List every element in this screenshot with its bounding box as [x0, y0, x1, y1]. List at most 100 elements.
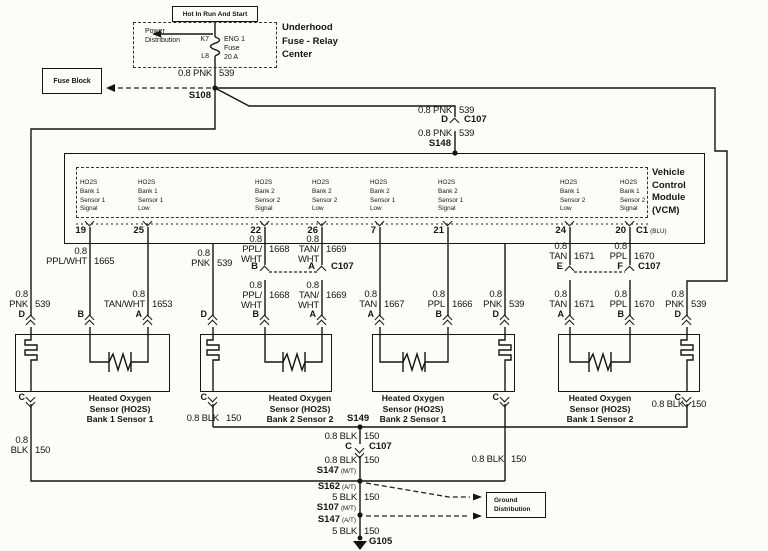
terminal-letter-D: D: [492, 309, 500, 319]
pin-number-21: 21: [433, 225, 444, 236]
ground-distribution-box: [486, 492, 546, 518]
sensor-name-2-line-2: Bank 2 Sensor 1: [379, 414, 447, 425]
splice-label-B: B: [251, 261, 258, 272]
pin-function-20-3: Signal: [620, 205, 638, 213]
vcm-inner-dashed-box: [76, 167, 648, 218]
wire-circuit-number: 150: [364, 455, 380, 466]
terminal-stubs: [30, 327, 688, 334]
hot-in-run-label: Hot In Run And Start: [182, 10, 248, 18]
wire-size: 0.8: [554, 289, 567, 300]
terminal-letter-B: B: [617, 309, 625, 319]
sensor-name-3-line-1: Sensor (HO2S): [569, 403, 631, 414]
splice-dot-s149: [357, 424, 363, 430]
wire-color: 0.8 BLK: [324, 431, 358, 442]
wire-circuit-number: 1666: [452, 299, 473, 310]
pin-function-22-1: Bank 2: [255, 187, 275, 195]
wire-circuit-number: 150: [511, 454, 527, 465]
wire-circuit-number: 539: [219, 68, 235, 79]
splice-dot-g105: [357, 535, 363, 541]
heater-icon-s2: [206, 334, 220, 392]
wire-color: 0.8 BLK: [651, 399, 685, 410]
terminal-letter-D: D: [18, 309, 26, 319]
pin-function-7-3: Low: [370, 205, 382, 213]
terminal-letter-A: A: [135, 309, 143, 319]
wire-size: 0.8: [74, 246, 87, 257]
dashed-to-ground-dist-1: [365, 482, 470, 498]
wire-circuit-number: 539: [217, 258, 233, 269]
wire-circuit-number: 1670: [634, 299, 655, 310]
splice-label-D: D: [441, 114, 448, 125]
wire-size: 0.8: [671, 289, 684, 300]
splice-label-S149: S149: [347, 413, 370, 424]
wire-blk-c-bus: [213, 404, 688, 428]
wire-color: 0.8 PNK: [178, 68, 212, 79]
terminal-letter-D: D: [674, 309, 682, 319]
sensor-name-1-line-2: Bank 2 Sensor 2: [266, 414, 334, 425]
terminal-letter-C: C: [200, 392, 208, 402]
sensor-name-0-line-0: Heated Oxygen: [88, 393, 152, 403]
sensor-box-bank1-sensor1: [15, 334, 170, 392]
arrowhead-fuse-block: [106, 84, 115, 92]
wire-color: TAN/: [298, 290, 319, 301]
vcm-name-0: Vehicle: [652, 167, 685, 178]
wire-circuit-number: 150: [226, 413, 242, 424]
o2-element-icon-s4: [569, 334, 631, 373]
splice-label-C107: C107: [464, 114, 487, 125]
pin-function-20-0: HO2S: [620, 179, 638, 186]
pin-number-24: 24: [555, 225, 566, 236]
wire-color: BLK: [10, 445, 29, 456]
wire-circuit-number: 150: [364, 526, 380, 537]
splice-label-E: E: [556, 261, 563, 272]
wire-circuit-number: 150: [364, 492, 380, 503]
terminal-letter-B: B: [252, 309, 260, 319]
pin-number-7: 7: [370, 225, 376, 236]
pin-function-21-2: Sensor 1: [438, 196, 464, 204]
wire-size: 0.8: [132, 289, 145, 300]
wire-size: 0.8: [554, 241, 567, 252]
fuse-coil-icon: [209, 36, 221, 57]
pin-function-21-1: Bank 2: [438, 187, 458, 195]
pin-function-26-3: Low: [312, 205, 324, 213]
pin-function-7-1: Bank 2: [370, 187, 390, 195]
wire-circuit-number: 539: [691, 299, 707, 310]
terminal-letter-A: A: [557, 309, 565, 319]
sensor-name-3-line-2: Bank 1 Sensor 2: [566, 414, 634, 425]
wire-circuit-number: 1671: [574, 251, 595, 262]
wire-circuit-number: 150: [364, 431, 380, 442]
terminal-letter-A: A: [309, 309, 317, 319]
splice-dot-s107-s147: [357, 512, 363, 518]
ground-distribution-label-0: Ground: [494, 497, 518, 504]
fuse-name-0: ENG 1: [224, 36, 246, 43]
wire-color-2: WHT: [297, 300, 319, 311]
wire-color: PPL/WHT: [46, 256, 87, 267]
sensor-box-bank2-sensor2: [200, 334, 332, 392]
wire-size: 0.8: [614, 289, 627, 300]
hot-in-run-box: Hot In Run And Start: [172, 6, 258, 22]
splice-label-C107: C107: [369, 441, 392, 452]
splice-label-C: C: [345, 441, 352, 452]
wire-color: TAN: [549, 251, 567, 262]
wire-color: 0.8 BLK: [186, 413, 220, 424]
wire-size: 0.8: [249, 280, 262, 291]
terminal-letter-A: A: [367, 309, 375, 319]
wire-color: 0.8 PNK: [418, 128, 452, 139]
wire-color: PPL/: [242, 290, 262, 301]
splice-dot-s147-s162: [357, 478, 363, 484]
o2-element-icon-s3: [379, 334, 449, 373]
pin-function-21-3: Signal: [438, 205, 456, 213]
splice-label-A: A: [308, 261, 315, 272]
sensor-name-1-line-1: Sensor (HO2S): [269, 403, 331, 414]
vcm-connector-label: C1(BLU): [636, 225, 667, 236]
pin-function-25-1: Bank 1: [138, 187, 158, 195]
terminal-letter-C: C: [492, 392, 500, 402]
splice-label-G105: G105: [369, 536, 393, 547]
pin-function-25-0: HO2S: [138, 179, 156, 186]
wire-color: PPL: [427, 299, 446, 310]
vcm-name-2: Module: [652, 192, 686, 203]
wire-circuit-number: 1665: [94, 256, 115, 267]
fuse-block-label: Fuse Block: [53, 77, 91, 85]
pin-function-19-1: Bank 1: [80, 187, 100, 195]
pin-function-26-1: Bank 2: [312, 187, 332, 195]
wire-circuit-number: 1668: [269, 290, 290, 301]
wire-size: 0.8: [249, 234, 262, 245]
